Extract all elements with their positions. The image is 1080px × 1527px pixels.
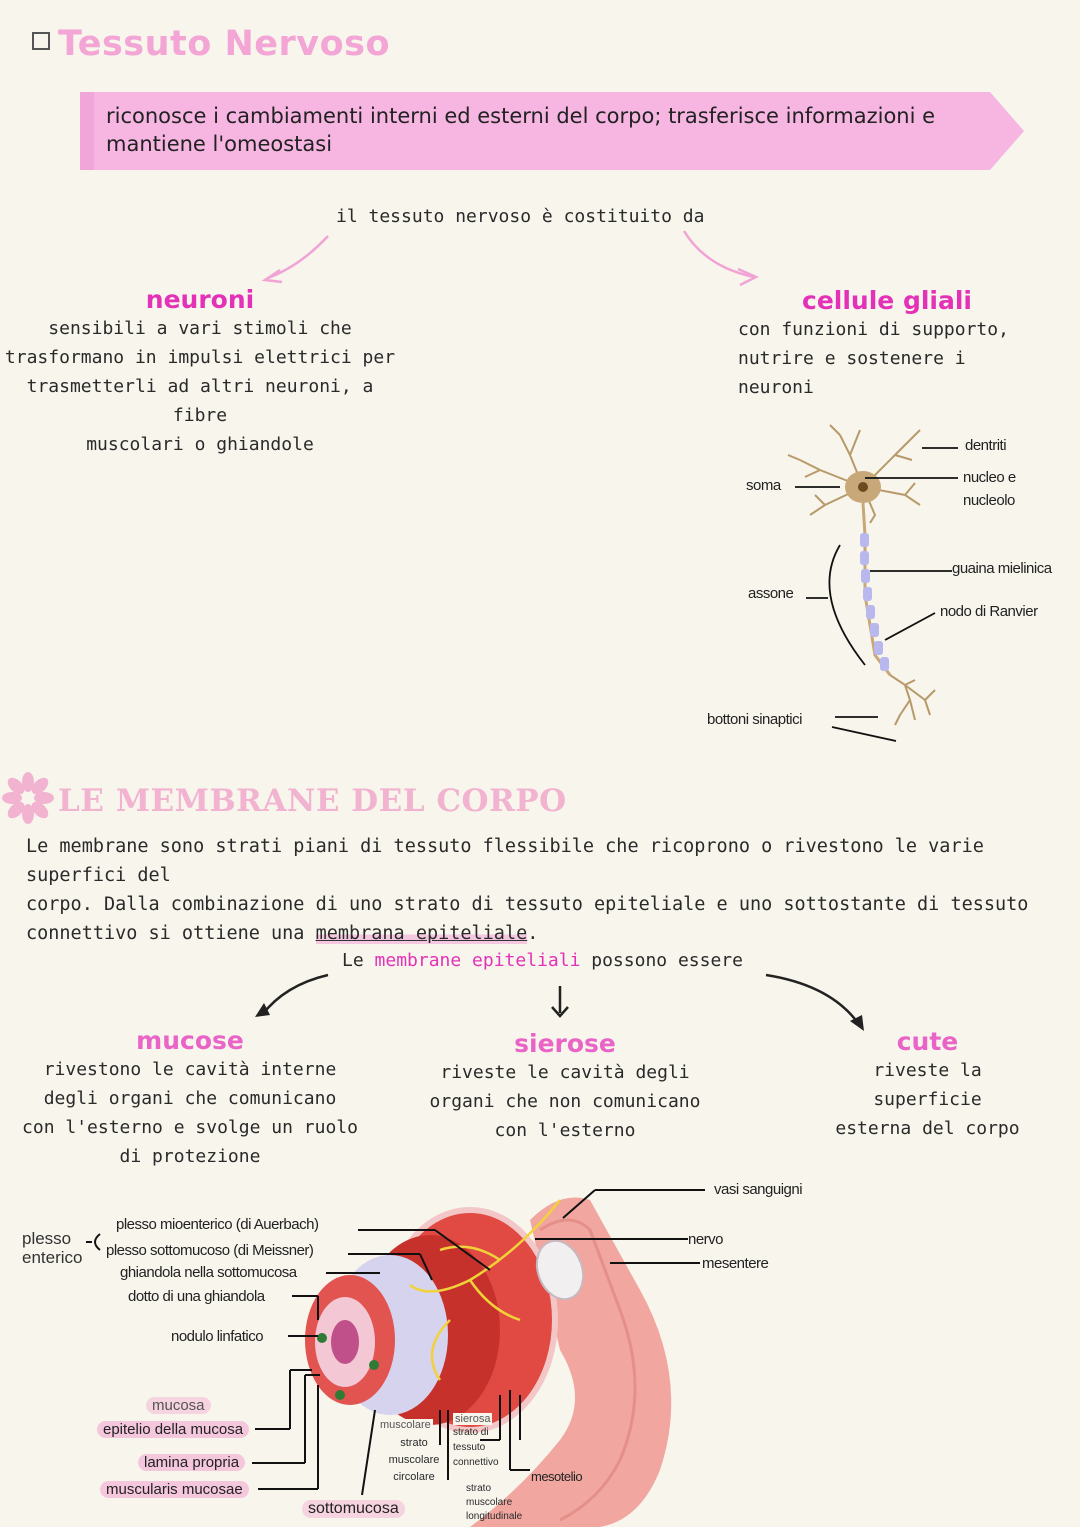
section-title-tessuto-nervoso: Tessuto Nervoso bbox=[32, 24, 390, 64]
para-line: Le membrane sono strati piani di tessuto… bbox=[26, 836, 984, 886]
mucose-line: di protezione bbox=[119, 1146, 261, 1167]
cute-title: cute bbox=[896, 1027, 959, 1056]
label-lamina: lamina propria bbox=[138, 1452, 246, 1471]
label-plesso-mioenterico: plesso mioenterico (di Auerbach) bbox=[116, 1216, 319, 1233]
cute-line: riveste la superficie bbox=[873, 1060, 982, 1110]
mucose-line: con l'esterno e svolge un ruolo bbox=[22, 1117, 358, 1138]
label-vasi-sanguigni: vasi sanguigni bbox=[714, 1181, 803, 1198]
label-nervo: nervo bbox=[688, 1231, 724, 1248]
label-nucleo: nucleo e bbox=[963, 469, 1016, 486]
arrow-to-mucose bbox=[255, 973, 329, 1017]
label-plesso-sottomucoso: plesso sottomucoso (di Meissner) bbox=[106, 1242, 314, 1259]
cute-line: esterna del corpo bbox=[835, 1118, 1020, 1139]
para-line-last: connettivo si ottiene una membrana epite… bbox=[26, 923, 539, 944]
label-plesso-enterico: plesso enterico bbox=[22, 1229, 83, 1267]
label-mesotelio: mesotelio bbox=[531, 1469, 583, 1484]
arrow-to-sierose bbox=[551, 986, 569, 1018]
glia-block: cellule gliali con funzioni di supporto,… bbox=[738, 286, 1058, 402]
label-dendriti: dentriti bbox=[965, 437, 1007, 454]
mucose-title: mucose bbox=[136, 1026, 244, 1055]
label-nodo: nodo di Ranvier bbox=[940, 603, 1038, 620]
banner-text: riconosce i cambiamenti interni ed ester… bbox=[106, 104, 936, 156]
label-strato-circolare: strato muscolare circolare bbox=[388, 1437, 440, 1483]
neuroni-line: sensibili a vari stimoli che bbox=[48, 318, 352, 339]
label-ghiandola: ghiandola nella sottomucosa bbox=[120, 1264, 297, 1281]
sierose-block: sierose riveste le cavità degli organi c… bbox=[410, 1029, 720, 1145]
neuroni-line: trasmetterli ad altri neuroni, a fibre bbox=[26, 376, 374, 426]
label-nucleolo: nucleolo bbox=[963, 492, 1015, 509]
sierose-title: sierose bbox=[514, 1029, 616, 1058]
cute-block: cute riveste la superficie esterna del c… bbox=[815, 1027, 1040, 1143]
label-mesentere: mesentere bbox=[702, 1255, 769, 1272]
arrow-to-cute bbox=[765, 973, 864, 1031]
intro-text: il tessuto nervoso è costituito da bbox=[336, 206, 705, 227]
label-bottoni: bottoni sinaptici bbox=[707, 711, 802, 728]
flower-icon bbox=[2, 772, 54, 824]
label-assone: assone bbox=[748, 585, 794, 602]
glia-title: cellule gliali bbox=[802, 286, 972, 315]
label-strato-longitudinale: strato muscolare longitudinale bbox=[466, 1483, 523, 1522]
label-dotto: dotto di una ghiandola bbox=[128, 1288, 265, 1305]
neuroni-block: neuroni sensibili a vari stimoli che tra… bbox=[0, 285, 400, 459]
label-soma: soma bbox=[746, 477, 781, 494]
label-strato-connettivo: strato di tessuto connettivo bbox=[453, 1427, 499, 1468]
para-line: corpo. Dalla combinazione di uno strato … bbox=[26, 894, 1029, 915]
mucose-line: rivestono le cavità interne bbox=[43, 1059, 337, 1080]
glia-line: nutrire e sostenere i bbox=[738, 348, 966, 369]
label-nodulo: nodulo linfatico bbox=[171, 1328, 264, 1345]
glia-line: con funzioni di supporto, bbox=[738, 319, 1009, 340]
label-sottomucosa: sottomucosa bbox=[302, 1498, 405, 1518]
label-sierosa: sierosa bbox=[453, 1413, 493, 1425]
checkbox-icon bbox=[32, 32, 50, 50]
neuroni-title: neuroni bbox=[145, 285, 255, 314]
label-mucosa: mucosa bbox=[146, 1395, 211, 1414]
glia-line: neuroni bbox=[738, 377, 814, 398]
label-guaina: guaina mielinica bbox=[952, 560, 1052, 577]
mucose-block: mucose rivestono le cavità interne degli… bbox=[20, 1026, 360, 1171]
definition-banner bbox=[80, 92, 1024, 170]
types-intro: Le membrane epiteliali possono essere bbox=[342, 950, 743, 971]
arrow-to-glia bbox=[682, 230, 759, 287]
arrow-to-neuroni bbox=[261, 235, 329, 284]
label-muscolare: muscolare bbox=[378, 1419, 433, 1431]
highlight-membrana-epiteliale: membrana epiteliale bbox=[315, 923, 528, 944]
sierose-line: organi che non comunicano bbox=[429, 1091, 701, 1112]
neuroni-line: muscolari o ghiandole bbox=[86, 434, 314, 455]
label-muscularis: muscularis mucosae bbox=[100, 1479, 249, 1498]
membrane-paragraph: Le membrane sono strati piani di tessuto… bbox=[26, 832, 1066, 948]
sierose-line: con l'esterno bbox=[494, 1120, 636, 1141]
mucose-line: degli organi che comunicano bbox=[43, 1088, 337, 1109]
section-title-membrane: LE MEMBRANE DEL CORPO bbox=[58, 783, 567, 819]
label-epitelio: epitelio della mucosa bbox=[97, 1419, 250, 1438]
neuroni-line: trasformano in impulsi elettrici per bbox=[4, 347, 396, 368]
sierose-line: riveste le cavità degli bbox=[440, 1062, 690, 1083]
neuron-diagram bbox=[787, 424, 958, 742]
gut-wall-diagram bbox=[86, 1189, 705, 1527]
